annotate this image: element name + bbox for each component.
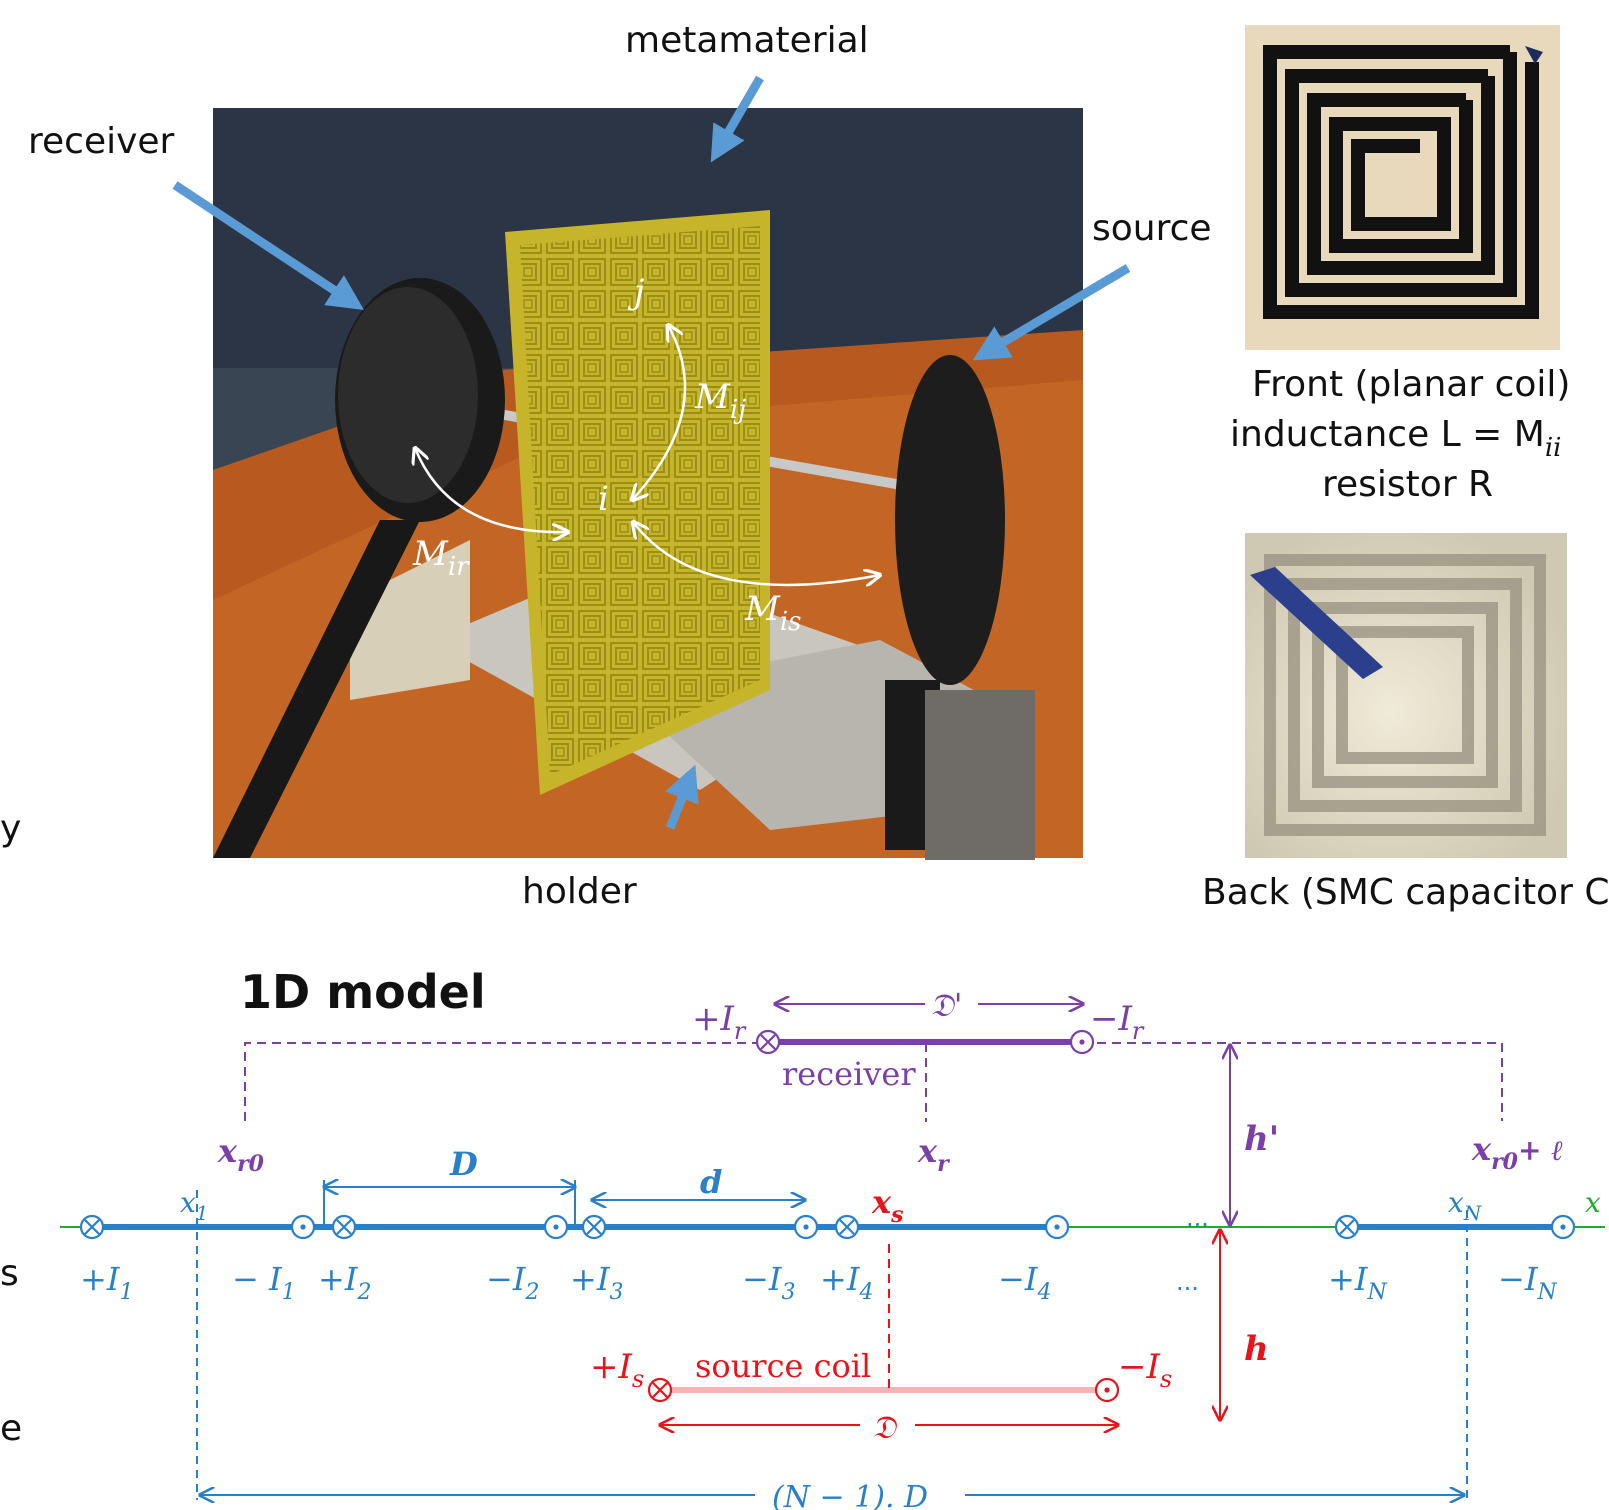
xN-label: xN: [1448, 1186, 1483, 1225]
holder-label: holder: [522, 871, 637, 912]
current-label: +IN: [1328, 1260, 1387, 1305]
coupling-arrows: [415, 325, 880, 585]
out-of-page-icon: [1094, 1377, 1120, 1403]
mij-arrow: [632, 325, 687, 500]
model-labels: +Ir −Ir 𝔇' receiver xr0 xr xr0+ ℓ h' h D…: [80, 986, 1601, 1510]
out-of-page-icon: [793, 1214, 819, 1240]
left-fragment-3: e: [0, 1408, 22, 1449]
into-page-icon: [834, 1214, 860, 1240]
dsrc-label: 𝔇: [872, 1408, 898, 1446]
xr0-label: xr0: [217, 1132, 265, 1177]
mir-arrow: [415, 448, 568, 532]
current-label: +I4: [820, 1260, 873, 1305]
front-coil-photo: [1245, 25, 1560, 350]
minus-ir-label: −Ir: [1090, 999, 1145, 1045]
total-length-label: (N − 1). D: [772, 1480, 928, 1510]
back-caption: Back (SMC capacitor C): [1202, 872, 1609, 913]
back-capacitor-photo: [1245, 533, 1567, 858]
receiver-arrow: [172, 181, 365, 310]
node-i-label: i: [598, 479, 609, 519]
D-label: D: [449, 1145, 478, 1183]
current-labels: +I1 − I1 +I2 −I2 +I3 −I3 +I4 −I4 +IN −IN: [80, 1260, 1557, 1305]
d-label: d: [700, 1163, 722, 1201]
mij-label: Mij: [694, 377, 746, 425]
x-edge-label: x: [1585, 1186, 1601, 1219]
out-of-page-icon: [1069, 1029, 1095, 1055]
metamaterial-arrow: [710, 75, 764, 163]
dprime-label: 𝔇': [930, 986, 963, 1024]
current-label: −I3: [742, 1260, 795, 1305]
smc-capacitor: [1250, 567, 1383, 679]
receiver-arm: [213, 520, 420, 858]
out-of-page-icon: [1044, 1214, 1070, 1240]
into-page-icon: [331, 1214, 357, 1240]
current-label: −I4: [998, 1260, 1051, 1305]
one-d-model: [60, 1004, 1605, 1500]
into-page-icon: [79, 1214, 105, 1240]
hprime-label: h': [1244, 1119, 1279, 1159]
x1-label: x1: [180, 1186, 209, 1225]
current-label: +I3: [570, 1260, 623, 1305]
holder-arrow: [665, 764, 699, 830]
into-page-icon: [647, 1377, 673, 1403]
model-title: 1D model: [240, 965, 486, 1019]
mis-label: Mis: [744, 589, 802, 637]
xs-label: xs: [871, 1183, 903, 1228]
source-coil-label: source coil: [695, 1347, 871, 1385]
plus-ir-label: +Ir: [692, 999, 747, 1045]
out-of-page-icon: [1550, 1214, 1576, 1240]
front-caption-line3: resistor R: [1322, 464, 1493, 505]
mis-arrow: [633, 522, 880, 585]
ellipsis-top: ...: [1186, 1204, 1209, 1232]
minus-is-label: −Is: [1118, 1347, 1172, 1393]
into-page-icon: [581, 1214, 607, 1240]
out-of-page-icon: [543, 1214, 569, 1240]
current-label: +I2: [318, 1260, 371, 1305]
source-label: source: [1092, 208, 1212, 249]
out-of-page-icon: [290, 1214, 316, 1240]
source-coil: [895, 355, 1005, 685]
current-label: −IN: [1498, 1260, 1557, 1305]
spiral-trace: [1263, 45, 1539, 319]
xr-label: xr: [917, 1132, 950, 1177]
plus-is-label: +Is: [590, 1347, 644, 1393]
receiver-model-label: receiver: [782, 1055, 916, 1093]
coil-symbols: [79, 1029, 1576, 1403]
current-label: −I2: [486, 1260, 539, 1305]
current-label: − I1: [232, 1260, 296, 1305]
into-page-icon: [755, 1029, 781, 1055]
ellipsis-bottom: ...: [1176, 1268, 1199, 1296]
current-label: +I1: [80, 1260, 133, 1305]
front-caption-line2: inductance L = Mii: [1230, 414, 1561, 463]
receiver-label: receiver: [28, 121, 175, 162]
metamaterial-label: metamaterial: [625, 20, 869, 61]
xr0-plus-l-label: xr0+ ℓ: [1471, 1130, 1563, 1175]
left-fragment-2: s: [0, 1253, 19, 1294]
mir-label: Mir: [412, 534, 470, 582]
left-fragment-1: y: [0, 808, 21, 849]
setup-photo: [213, 108, 1083, 860]
front-caption-line1: Front (planar coil): [1252, 364, 1570, 405]
callout-arrows: [172, 75, 1131, 830]
into-page-icon: [1334, 1214, 1360, 1240]
h-label: h: [1244, 1329, 1269, 1369]
source-arrow: [972, 264, 1131, 361]
